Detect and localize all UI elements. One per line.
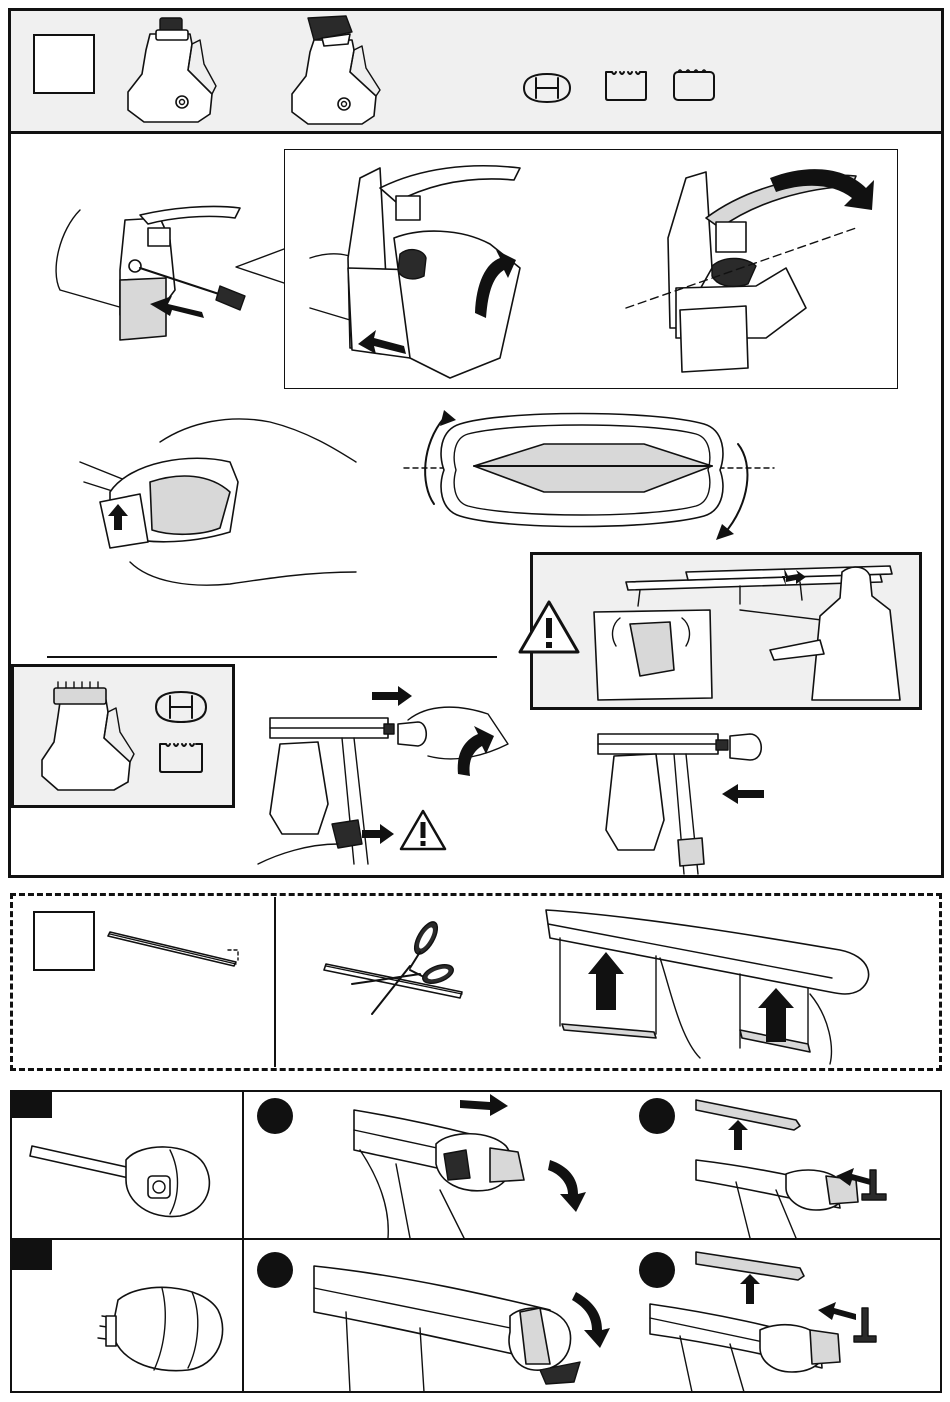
callout-lines xyxy=(232,245,287,285)
row-marker-2 xyxy=(12,1240,52,1270)
tightening-end-cap-illustration xyxy=(258,684,518,876)
end-cap-pushed-illustration xyxy=(578,720,778,876)
aero-bar-profile-icon-2 xyxy=(148,688,214,726)
strip-insertion-illustration xyxy=(540,898,880,1070)
square-bar-profile-icon xyxy=(600,66,652,106)
row-marker-1 xyxy=(12,1092,52,1118)
step-marker-c xyxy=(255,1250,295,1290)
alternate-foot-illustration xyxy=(34,676,144,798)
table-row-divider xyxy=(10,1238,942,1240)
removing-strip-type-1-illustration xyxy=(686,1090,906,1238)
step-number-box-2 xyxy=(33,911,95,971)
section-divider xyxy=(47,656,497,658)
rubber-strip-illustration xyxy=(104,924,250,968)
warning-icon xyxy=(516,598,582,656)
table-col-divider xyxy=(242,1090,244,1393)
aero-bar-profile-icon xyxy=(516,70,578,106)
step-marker-b xyxy=(637,1096,677,1136)
hand-holding-foot-illustration xyxy=(70,412,360,592)
step-marker-a xyxy=(255,1096,295,1136)
warning-icon-2 xyxy=(398,808,448,852)
hand-turning-key-illustration xyxy=(300,158,560,383)
person-shaking-rack-illustration xyxy=(590,560,915,702)
opening-end-cap-type-2-illustration xyxy=(300,1252,620,1392)
dashed-frame-divider xyxy=(274,897,276,1067)
foot-type-2-illustration xyxy=(282,12,392,129)
foot-clamp-opened-illustration xyxy=(616,158,886,383)
opening-end-cap-illustration xyxy=(340,1090,620,1238)
step-number-box xyxy=(33,34,95,94)
square-bar-profile-icon-2 xyxy=(154,738,208,778)
foot-type-1-illustration xyxy=(120,14,230,129)
bar-end-cap-type-2-illustration xyxy=(92,1280,232,1380)
scissors-cutting-strip-illustration xyxy=(322,914,472,1024)
bar-cross-section-illustration xyxy=(404,404,774,544)
bar-end-cap-type-1-illustration xyxy=(30,1140,220,1224)
removing-strip-type-2-illustration xyxy=(640,1244,890,1392)
flat-bar-profile-icon xyxy=(668,64,720,104)
